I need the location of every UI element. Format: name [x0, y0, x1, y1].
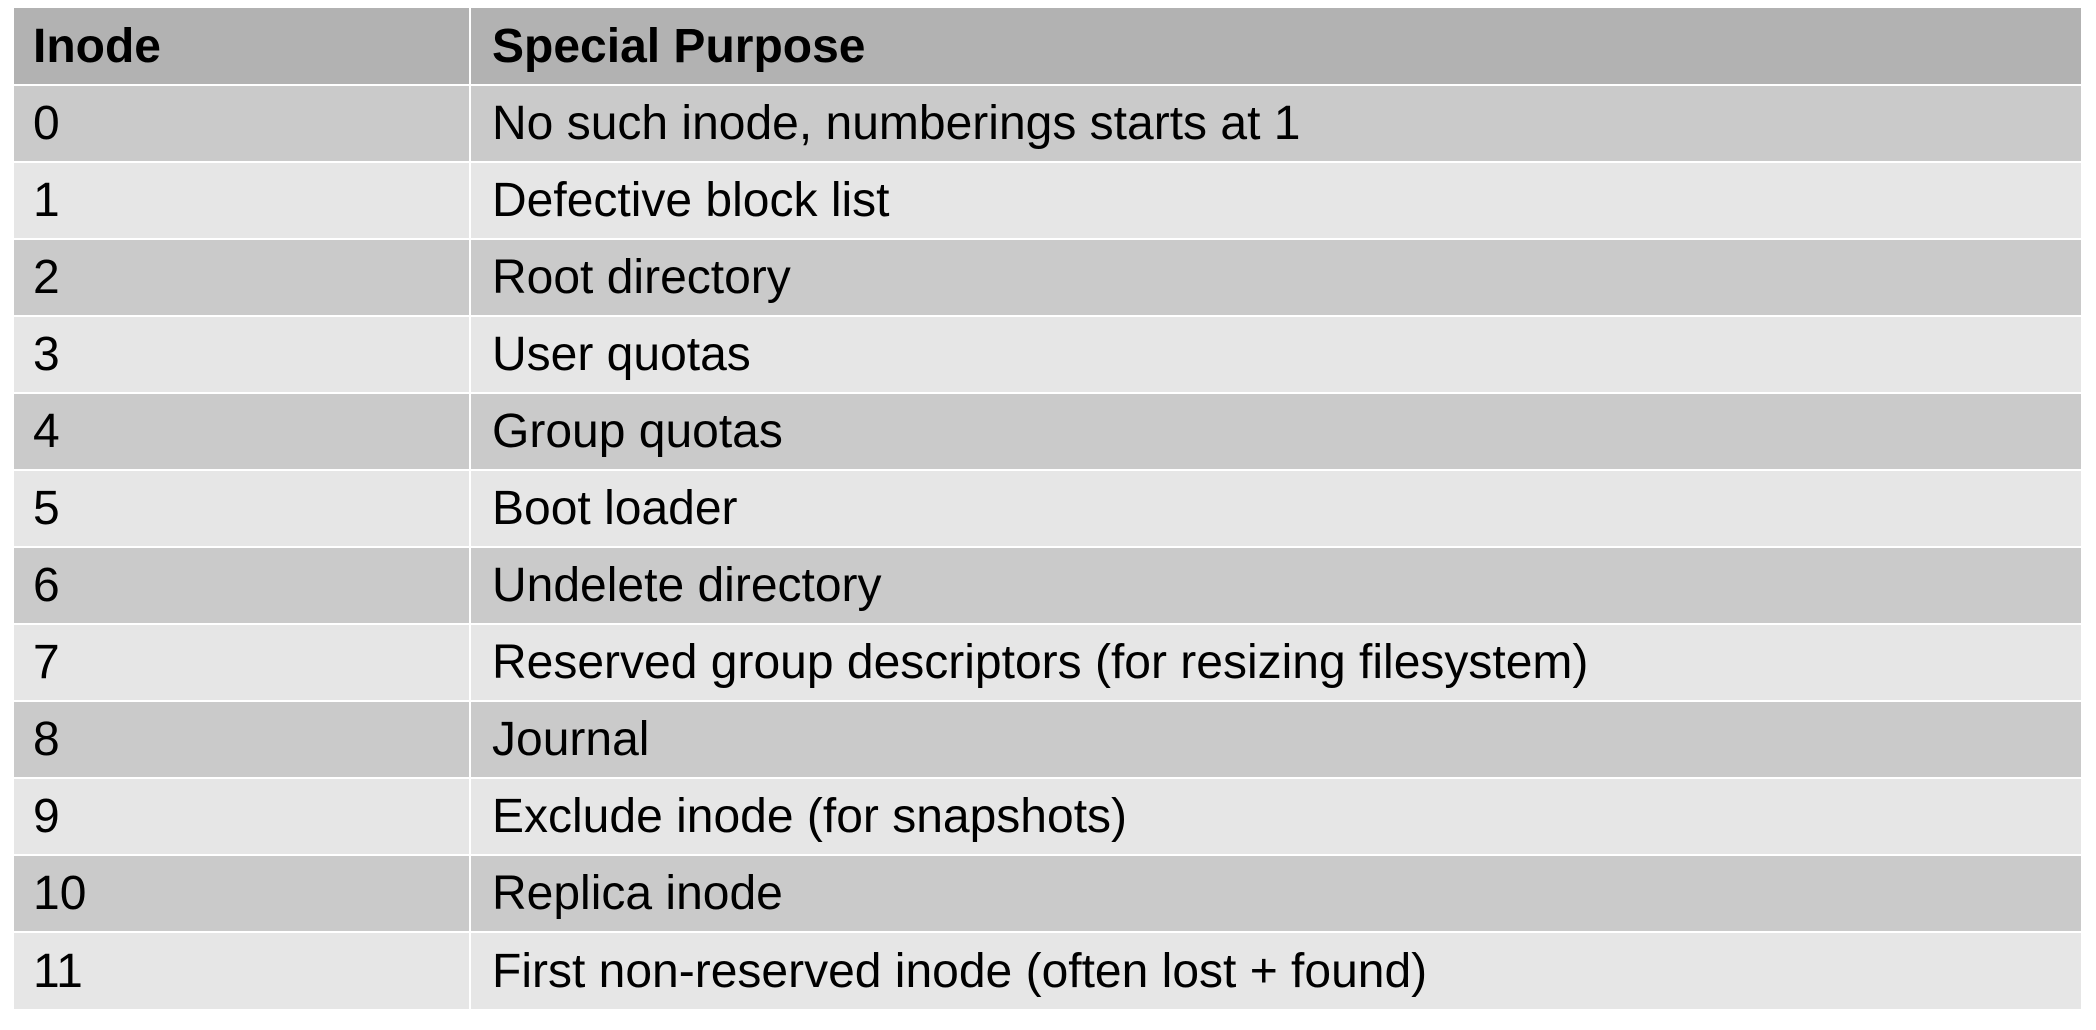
inode-number-cell: 6 — [14, 547, 470, 625]
inode-number-cell: 7 — [14, 624, 470, 702]
special-purpose-cell: Root directory — [469, 239, 2081, 317]
table-header-row: Inode Special Purpose — [14, 8, 2081, 86]
inode-number-cell: 8 — [14, 701, 470, 779]
inode-number-cell: 5 — [14, 470, 470, 548]
column-header-inode: Inode — [14, 8, 470, 86]
special-purpose-cell: Replica inode — [469, 855, 2081, 933]
special-purpose-cell: Boot loader — [469, 470, 2081, 548]
special-purpose-cell: Exclude inode (for snapshots) — [469, 778, 2081, 856]
inode-number-cell: 10 — [14, 855, 470, 933]
special-purpose-cell: Undelete directory — [469, 547, 2081, 625]
column-header-special-purpose: Special Purpose — [469, 8, 2081, 86]
special-purpose-cell: First non-reserved inode (often lost + f… — [469, 932, 2081, 1009]
inode-number-cell: 0 — [14, 85, 470, 163]
inode-number-cell: 2 — [14, 239, 470, 317]
special-purpose-cell: Journal — [469, 701, 2081, 779]
special-purpose-cell: Reserved group descriptors (for resizing… — [469, 624, 2081, 702]
special-purpose-cell: Group quotas — [469, 393, 2081, 471]
inode-number-cell: 4 — [14, 393, 470, 471]
inode-number-cell: 1 — [14, 162, 470, 240]
special-purpose-cell: User quotas — [469, 316, 2081, 394]
special-purpose-cell: No such inode, numberings starts at 1 — [469, 85, 2081, 163]
special-purpose-cell: Defective block list — [469, 162, 2081, 240]
inode-number-cell: 3 — [14, 316, 470, 394]
inode-number-cell: 9 — [14, 778, 470, 856]
inode-number-cell: 11 — [14, 932, 470, 1009]
